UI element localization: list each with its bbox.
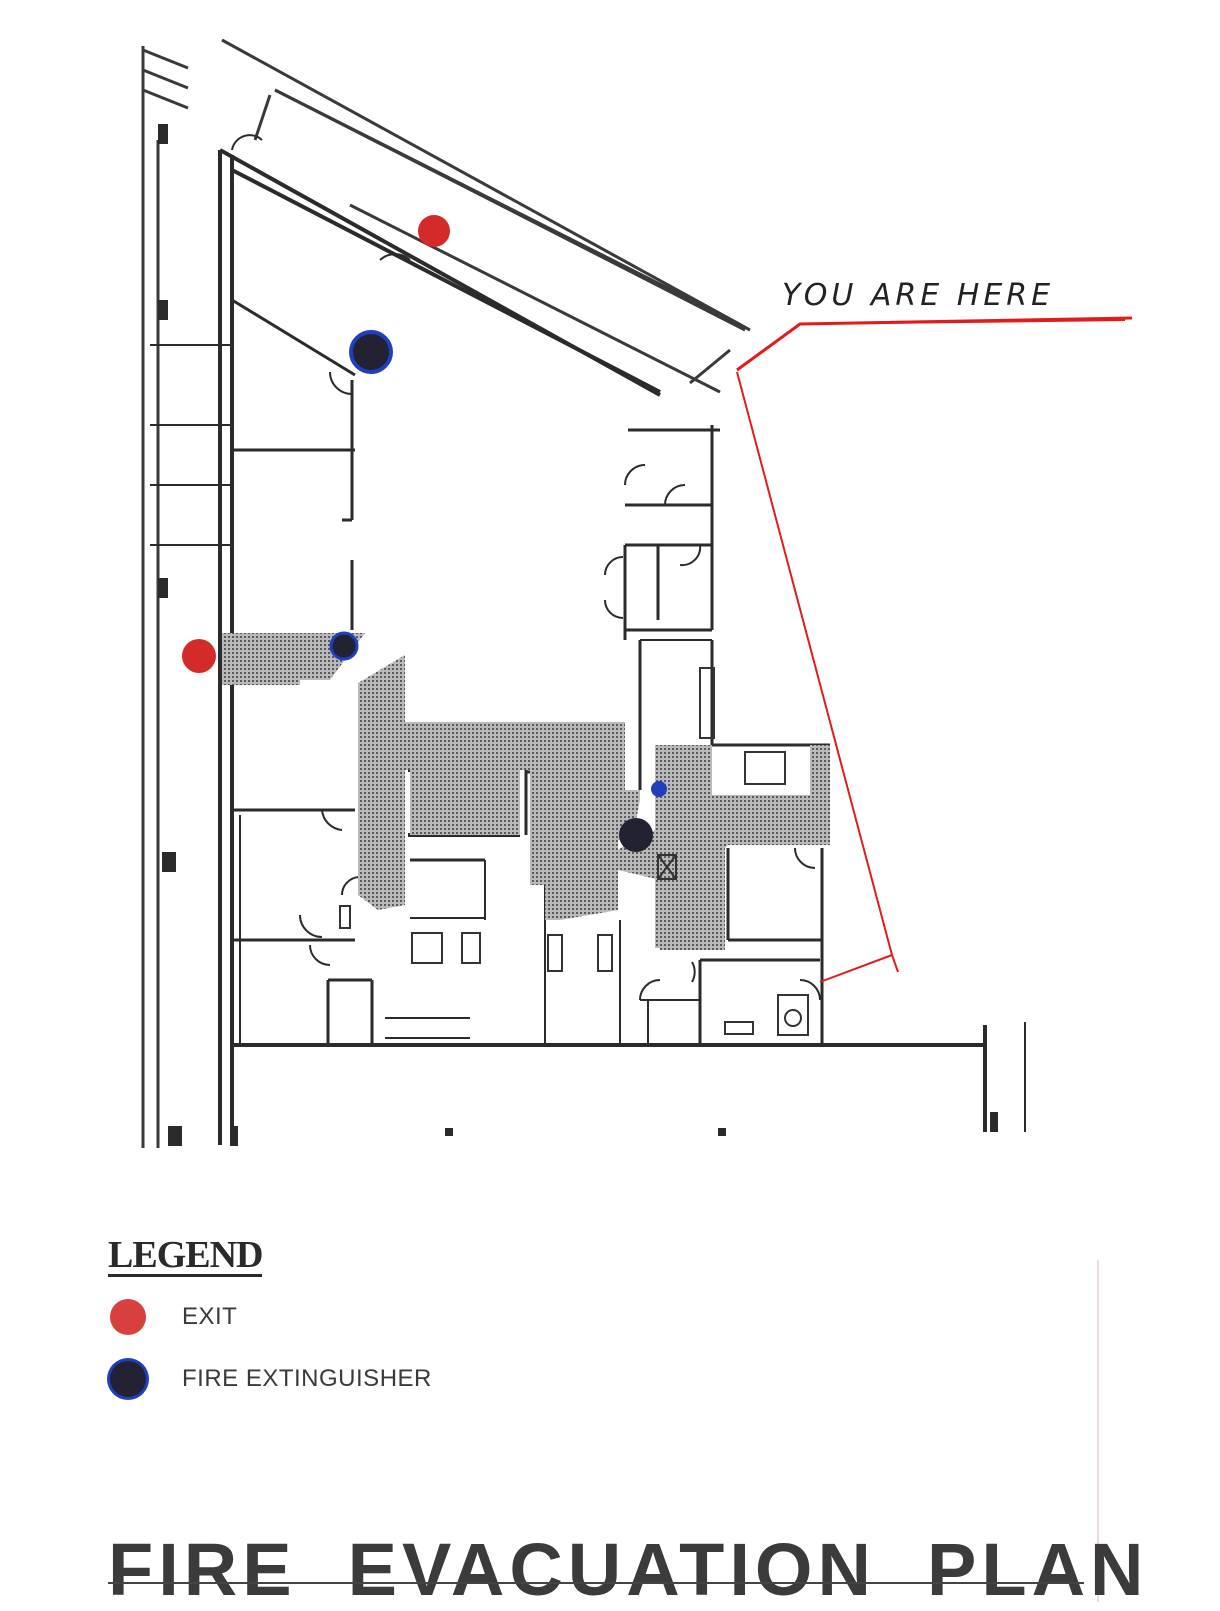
fire-extinguisher-marker-icon [619, 818, 653, 852]
you-are-here-pointer [736, 316, 1133, 372]
floor-plan: YOU ARE HERE [141, 38, 1133, 1148]
route-line [736, 371, 894, 983]
margin-line [1097, 1260, 1099, 1602]
corridor-shading [222, 633, 830, 950]
fire-extinguisher-marker-icon [651, 781, 667, 797]
exit-markers [182, 215, 450, 673]
page-title: FIRE EVACUATION PLAN [108, 1528, 1149, 1611]
fixtures [339, 667, 809, 1036]
exit-marker-icon [110, 1299, 146, 1335]
legend: LEGEND EXIT FIRE EXTINGUISHER [108, 1236, 528, 1409]
fire-extinguisher-marker-icon [329, 631, 359, 661]
legend-title: LEGEND [108, 1234, 263, 1277]
fire-extinguisher-marker-icon [349, 330, 393, 374]
legend-item-fire-extinguisher: FIRE EXTINGUISHER [108, 1359, 528, 1409]
evacuation-route [736, 316, 1133, 983]
legend-label-fire-extinguisher: FIRE EXTINGUISHER [182, 1365, 432, 1392]
fire-extinguisher-marker-icon [110, 1361, 146, 1397]
title-underline [108, 1582, 1084, 1584]
exit-marker-icon [182, 639, 216, 673]
you-are-here-label: YOU ARE HERE [782, 278, 1054, 313]
fire-extinguisher-markers [329, 330, 667, 852]
exit-marker-icon [418, 215, 450, 247]
legend-item-exit: EXIT [108, 1297, 528, 1347]
door-swings [231, 134, 821, 1001]
legend-label-exit: EXIT [182, 1303, 238, 1330]
